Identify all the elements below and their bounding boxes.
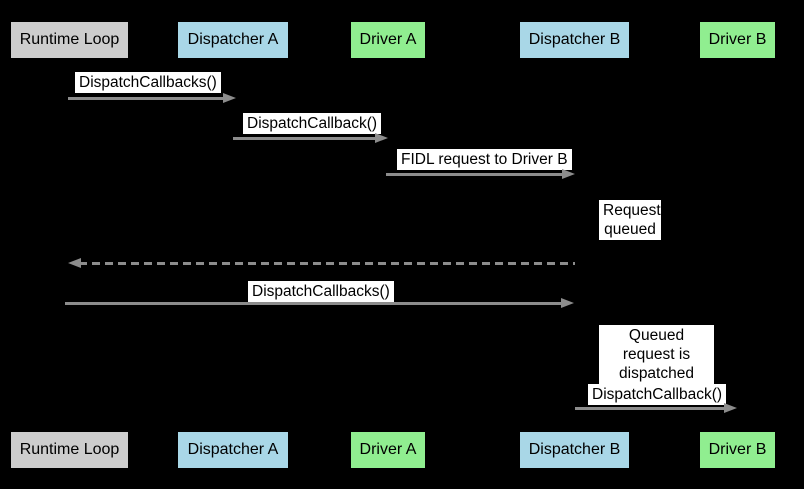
actor-dispatcher-a-top: Dispatcher A <box>178 22 288 58</box>
message-label-dispatchcallback-2: DispatchCallback() <box>588 384 727 405</box>
note-queued-request-dispatched: Queued request is dispatched <box>599 325 714 384</box>
actor-driver-b-bottom: Driver B <box>700 432 775 468</box>
arrowhead-left-icon <box>68 258 81 268</box>
actor-driver-b-top: Driver B <box>700 22 775 58</box>
arrow-dispatcher-b-to-driver-b <box>575 402 737 414</box>
arrowhead-right-icon <box>724 403 737 413</box>
arrow-line <box>575 407 726 410</box>
actor-dispatcher-b-bottom: Dispatcher B <box>520 432 629 468</box>
arrow-runtime-to-dispatcher-a <box>68 92 236 104</box>
arrow-line <box>233 137 377 140</box>
actor-dispatcher-b-top: Dispatcher B <box>520 22 629 58</box>
arrow-dispatcher-a-to-driver-a <box>233 132 388 144</box>
arrowhead-right-icon <box>561 298 574 308</box>
actor-driver-a-bottom: Driver A <box>351 432 425 468</box>
arrow-driver-a-to-dispatcher-b <box>386 168 575 180</box>
actor-dispatcher-a-bottom: Dispatcher A <box>178 432 288 468</box>
message-label-dispatchcallback-1: DispatchCallback() <box>243 113 382 134</box>
message-label-dispatchcallbacks-2: DispatchCallbacks() <box>248 281 394 302</box>
arrow-line <box>65 302 563 305</box>
arrow-line-dashed <box>79 262 575 265</box>
arrowhead-right-icon <box>562 169 575 179</box>
arrow-line <box>68 97 225 100</box>
arrowhead-right-icon <box>375 133 388 143</box>
actor-runtime-loop-top: Runtime Loop <box>11 22 128 58</box>
message-label-fidl-request: FIDL request to Driver B <box>397 149 572 170</box>
arrow-line <box>386 173 564 176</box>
arrowhead-right-icon <box>223 93 236 103</box>
arrow-dashed-return-to-runtime <box>68 257 575 269</box>
note-request-queued: Request queued <box>599 200 661 240</box>
arrow-runtime-to-dispatcher-b <box>65 297 574 309</box>
message-label-dispatchcallbacks-1: DispatchCallbacks() <box>75 72 221 93</box>
actor-driver-a-top: Driver A <box>351 22 425 58</box>
actor-runtime-loop-bottom: Runtime Loop <box>11 432 128 468</box>
